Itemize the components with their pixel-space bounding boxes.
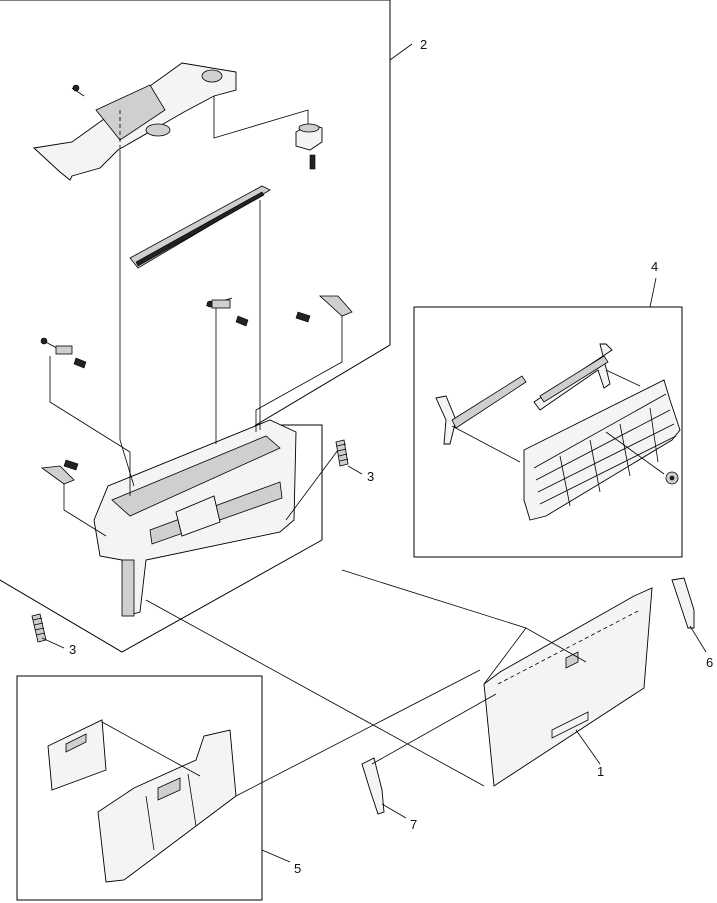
- callout-4: 4: [651, 259, 658, 274]
- callout-5: 5: [294, 861, 301, 876]
- leader-line: [102, 722, 200, 776]
- leader-line: [214, 96, 308, 138]
- spring-part: [32, 614, 46, 642]
- callout-7: 7: [410, 817, 417, 832]
- guide-bracket-part: [436, 376, 526, 444]
- callout-1: 1: [597, 764, 604, 779]
- leader-line: [236, 670, 480, 796]
- gear-part: [666, 472, 678, 484]
- callout-6: 6: [706, 655, 713, 670]
- leader-line: [256, 316, 342, 432]
- leader-line: [690, 626, 706, 652]
- callout-3: 3: [367, 469, 374, 484]
- leader-line: [382, 804, 406, 818]
- hinge-arm-right-part: [672, 578, 694, 628]
- guide-bracket-part: [534, 344, 612, 410]
- tray-extension-small-part: [48, 720, 106, 790]
- callout-2: 2: [420, 37, 427, 52]
- leader-line: [42, 638, 64, 648]
- tray-extension-large-part: [98, 730, 236, 882]
- lever-part: [296, 296, 352, 322]
- knob-part: [296, 124, 322, 169]
- leader-line: [372, 694, 496, 764]
- leader-line: [650, 278, 656, 307]
- leader-line: [576, 730, 600, 764]
- leader-line: [452, 426, 520, 462]
- leader-line: [262, 850, 290, 862]
- spring-part: [336, 440, 348, 466]
- leader-line: [348, 466, 362, 474]
- diverter-body-part: [94, 420, 296, 616]
- leader-line: [606, 370, 640, 386]
- top-cover-part: [34, 63, 236, 180]
- hinge-arm-left-part: [362, 758, 384, 814]
- callout-3: 3: [69, 642, 76, 657]
- front-door-part: [484, 588, 652, 786]
- guide-rail-part: [130, 186, 270, 268]
- lever-part: [206, 298, 248, 326]
- lever-part: [42, 460, 78, 484]
- lever-part: [41, 338, 86, 368]
- screw-part: [72, 85, 84, 96]
- leader-line: [390, 44, 412, 60]
